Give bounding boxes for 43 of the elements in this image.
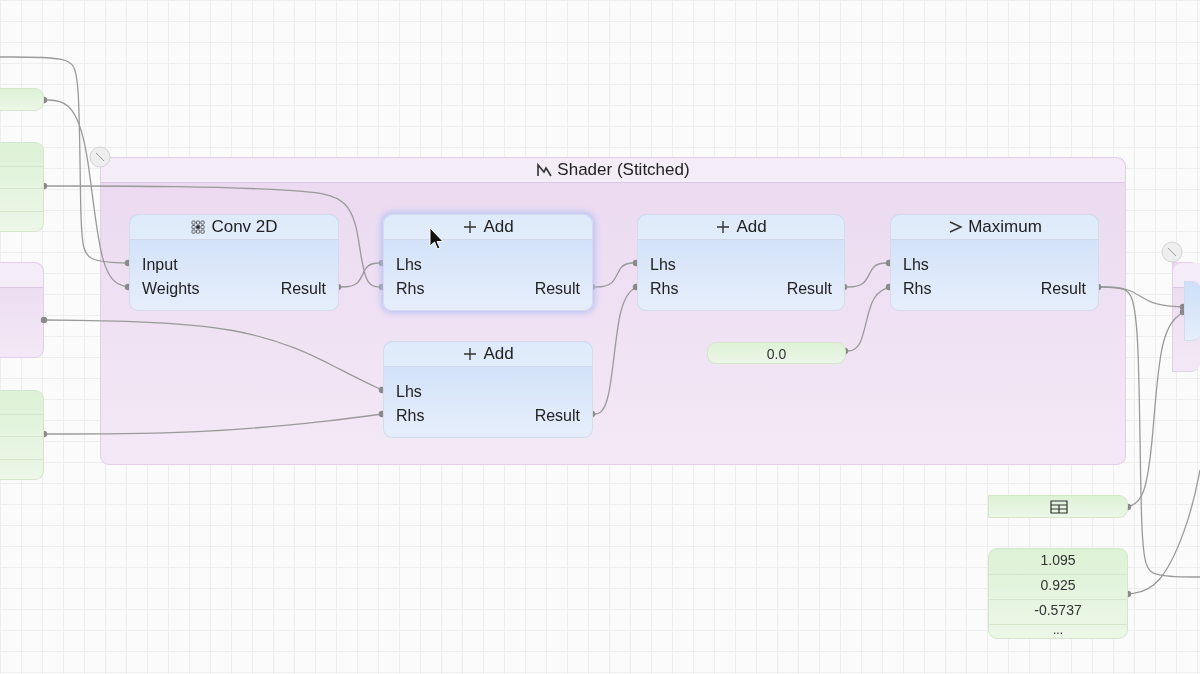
port-label: Weights [142,279,200,299]
empty-constant-node [0,88,44,111]
group-title: Shader (Stitched) [557,160,690,180]
value-text: 0.0 [765,345,788,364]
operation-node [890,214,1099,311]
group-panel [100,157,1126,465]
connector [0,56,132,267]
port-label: Rhs [396,279,425,299]
port-label: Rhs [396,406,425,426]
operation-node [383,341,593,438]
port-label: Lhs [903,255,929,275]
operation-node [383,214,593,311]
port-label: Result [534,406,580,426]
port-label: Lhs [650,255,676,275]
empty-value-list-node [0,142,44,232]
node-title: Conv 2D [211,217,278,237]
node-title: Add [736,217,767,237]
empty-operation-node [1184,281,1200,341]
port-label: Result [280,279,326,299]
connector [40,316,386,394]
empty-value-list-node [0,390,44,480]
operation-node [129,214,339,311]
node-title: Add [483,217,514,237]
node-title: Maximum [968,217,1042,237]
value-text: -0.5737 [1033,601,1083,620]
value-text: 1.095 [1039,551,1077,570]
constant-node [707,342,846,364]
empty-group-panel [0,262,44,358]
empty-group-panel [1172,262,1200,372]
port-label: Rhs [903,279,932,299]
value-list-node [988,548,1128,639]
port-label: Lhs [396,382,422,402]
port-label: Rhs [650,279,679,299]
empty-table-node [988,495,1128,518]
operation-node [637,214,845,311]
port-label: Lhs [396,255,422,275]
port-label: Result [534,279,580,299]
value-text: ... [1052,622,1064,639]
value-text: 0.925 [1039,576,1077,595]
node-title: Add [483,344,514,364]
port-label: Result [1040,279,1086,299]
port-label: Input [142,255,178,275]
port-label: Result [786,279,832,299]
